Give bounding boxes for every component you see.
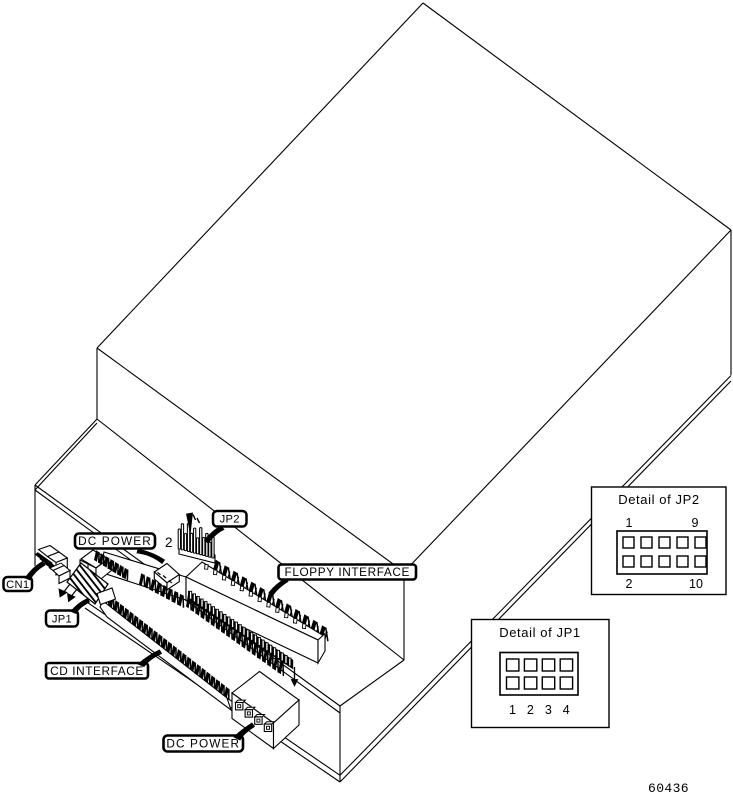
svg-text:9: 9 [692, 516, 699, 530]
svg-text:10: 10 [689, 577, 703, 591]
svg-text:DC POWER: DC POWER [166, 737, 240, 751]
svg-text:Detail of JP1: Detail of JP1 [499, 625, 581, 640]
svg-text:2: 2 [165, 535, 173, 550]
svg-text:JP2: JP2 [220, 514, 240, 526]
svg-text:2: 2 [527, 703, 534, 717]
svg-text:JP1: JP1 [52, 613, 72, 625]
svg-text:CD INTERFACE: CD INTERFACE [50, 664, 144, 678]
svg-text:1: 1 [509, 703, 516, 717]
svg-text:60436: 60436 [648, 781, 689, 796]
svg-text:1: 1 [626, 516, 633, 530]
svg-text:3: 3 [545, 703, 552, 717]
svg-text:2: 2 [626, 577, 633, 591]
svg-text:Detail of JP2: Detail of JP2 [618, 492, 700, 507]
svg-text:4: 4 [563, 703, 570, 717]
svg-text:DC POWER: DC POWER [78, 534, 152, 548]
svg-text:CN1: CN1 [6, 579, 29, 591]
svg-text:FLOPPY INTERFACE: FLOPPY INTERFACE [285, 565, 410, 579]
